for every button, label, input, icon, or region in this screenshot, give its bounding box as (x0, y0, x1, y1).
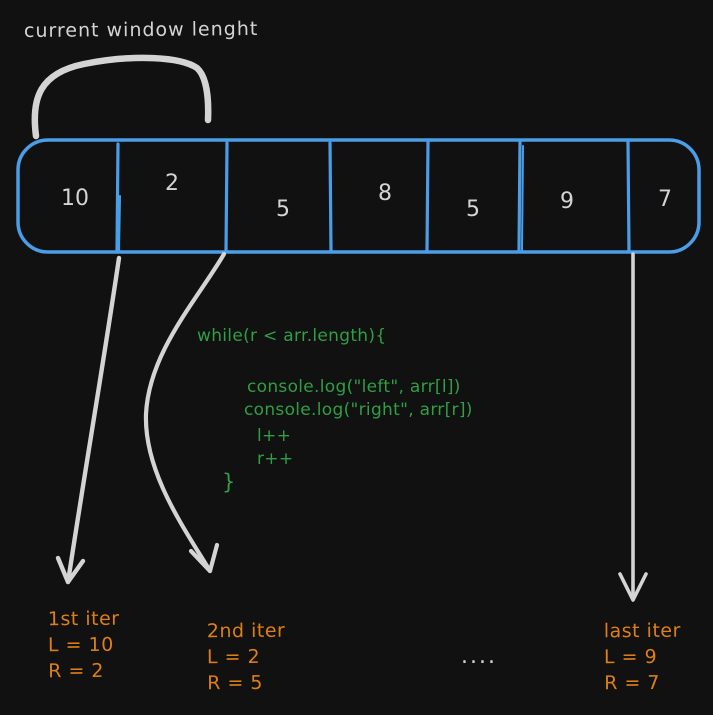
iteration-left-value: L = 9 (603, 645, 658, 669)
code-line-log-right: console.log("right", arr[r]) (244, 400, 473, 420)
iteration-title: 1st iter (47, 607, 120, 631)
iteration-title: 2nd iter (206, 619, 286, 643)
iteration-block-first: 1st iter L = 10 R = 2 (48, 606, 120, 684)
code-line-log-left: console.log("left", arr[l]) (247, 377, 461, 397)
cell-divider (328, 141, 333, 253)
array-cell-value: 9 (560, 189, 574, 214)
code-line-closing-brace: } (222, 470, 236, 494)
cell-divider (626, 140, 631, 254)
iteration-right-value: R = 7 (604, 671, 661, 695)
iteration-left-value: L = 2 (206, 645, 261, 669)
code-line-while: while(r < arr.length){ (197, 326, 387, 346)
array-cell-value: 8 (378, 181, 392, 206)
iteration-right-value: R = 5 (207, 671, 264, 695)
array-cell-value: 2 (165, 171, 179, 196)
arrow-second-iter (143, 251, 227, 574)
iteration-right-value: R = 2 (48, 659, 105, 683)
ellipsis-dots: .... (461, 644, 497, 669)
arrow-first-iter (55, 255, 122, 585)
cell-divider (521, 145, 524, 251)
cell-divider (224, 141, 229, 253)
array-cell-value: 10 (61, 186, 89, 211)
iteration-left-value: L = 10 (47, 633, 114, 657)
cell-divider (118, 195, 121, 253)
cell-divider (517, 140, 522, 253)
array-cell-value: 5 (466, 197, 480, 222)
array-cell-value: 5 (276, 197, 290, 222)
cell-divider (115, 142, 120, 252)
iteration-block-last: last iter L = 9 R = 7 (604, 618, 682, 697)
code-line-r-increment: r++ (257, 449, 294, 469)
cell-divider (425, 140, 430, 252)
array-outline (16, 138, 701, 254)
array-cell-value: 7 (658, 187, 672, 212)
arrow-last-iter (618, 252, 648, 602)
iteration-block-second: 2nd iter L = 2 R = 5 (207, 618, 286, 697)
window-length-brace (31, 54, 212, 140)
iteration-title: last iter (603, 619, 681, 643)
code-line-l-increment: l++ (257, 426, 292, 446)
window-length-label: current window lenght (23, 17, 259, 43)
cell-dividers (115, 140, 631, 254)
